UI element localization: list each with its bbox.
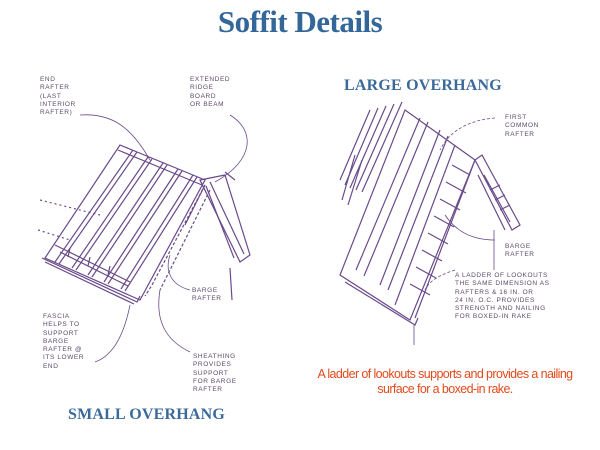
caption: A ladder of lookouts supports and provid… [317,367,573,396]
callout-first-common-rafter: FIRST COMMON RAFTER [505,114,539,138]
heading-small-overhang: SMALL OVERHANG [68,406,226,423]
callout-lookouts-ladder: A LADDER OF LOOKOUTS THE SAME DIMENSION … [455,272,550,321]
callout-fascia: FASCIA HELPS TO SUPPORT BARGE RAFTER @ I… [43,313,85,370]
callout-end-rafter: END RAFTER (LAST INTERIOR RAFTER) [40,76,76,117]
large-overhang-drawing [339,101,521,345]
heading-large-overhang: LARGE OVERHANG [344,77,502,94]
page-title: Soffit Details [217,4,383,39]
small-overhang-drawing [37,114,251,363]
callout-sheathing: SHEATHING PROVIDES SUPPORT FOR BARGE RAF… [193,353,237,394]
callout-extended-ridge-board: EXTENDED RIDGE BOARD OR BEAM [190,76,231,108]
callout-barge-rafter-small: BARGE RAFTER [192,287,222,303]
callout-barge-rafter-large: BARGE RAFTER [505,243,535,259]
